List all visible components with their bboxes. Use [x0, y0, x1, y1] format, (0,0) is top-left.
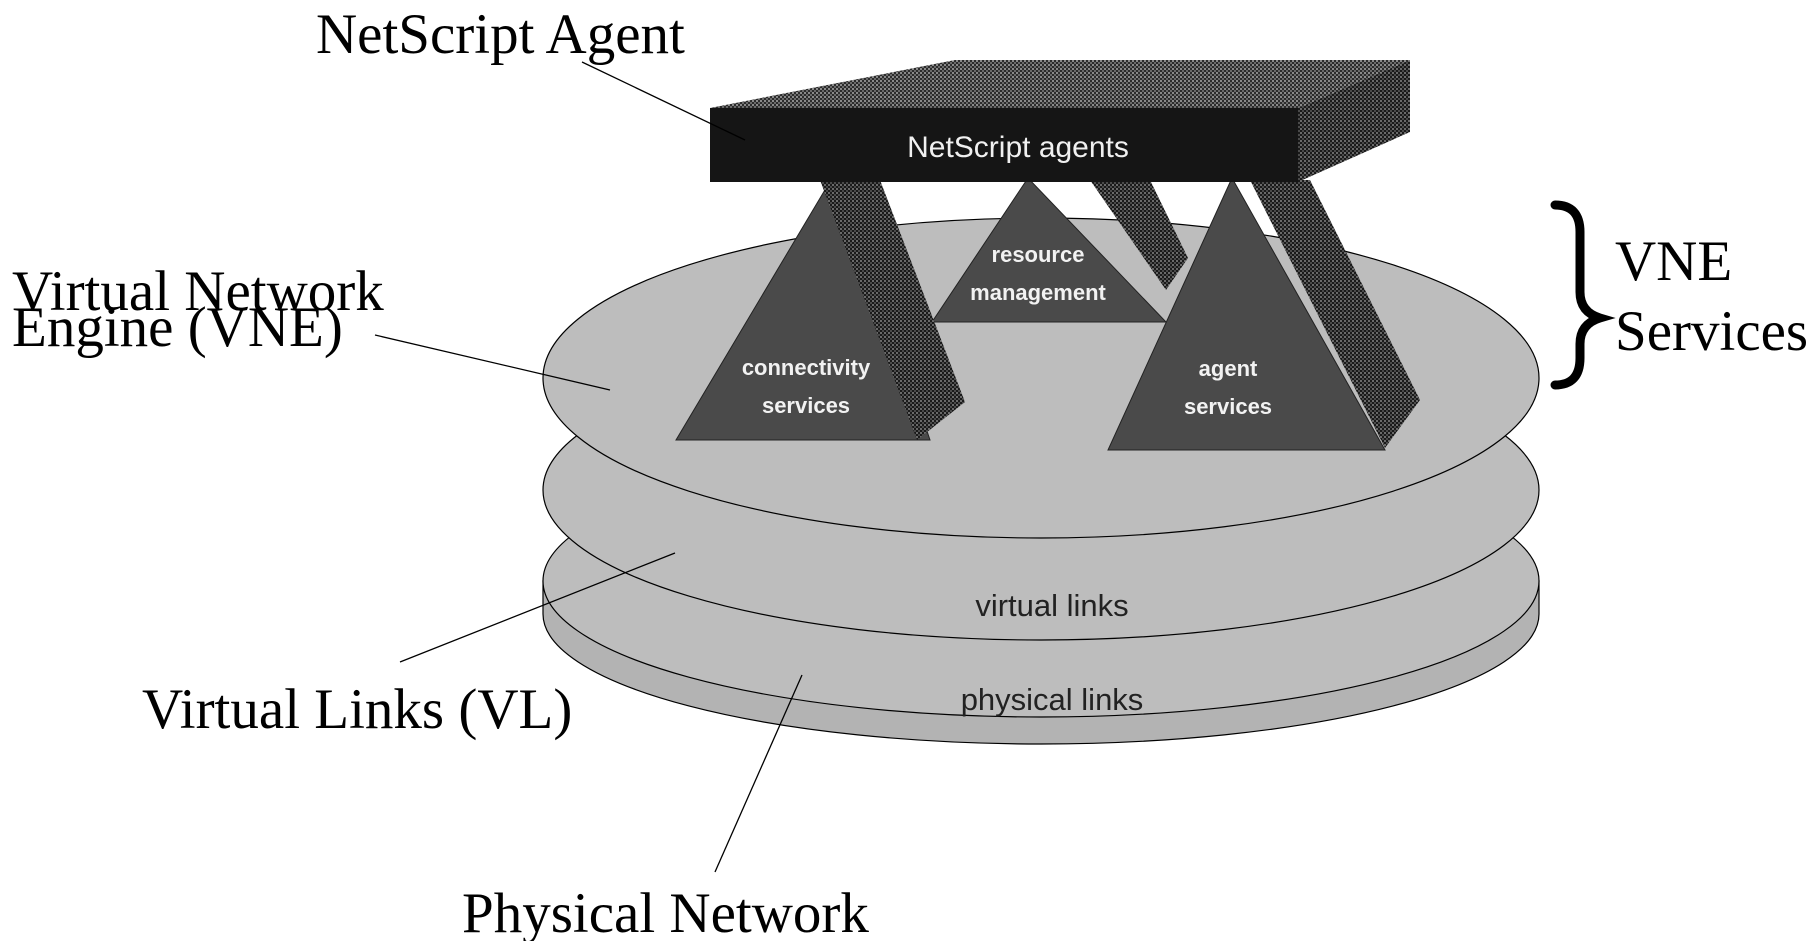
vne-services-brace: [1550, 200, 1616, 390]
agent-pyramid: [1107, 176, 1386, 451]
leader-physical-network: [714, 674, 803, 873]
callout-labels: NetScript Agent Virtual Network Engine (…: [12, 3, 1808, 941]
leader-vne: [374, 334, 611, 391]
resource-pyramid: [931, 177, 1168, 323]
connectivity-label-line1: connectivity: [742, 355, 871, 380]
resource-label-line2: management: [970, 280, 1106, 305]
agent-bar-front: [710, 108, 1298, 182]
leader-lines: [374, 61, 803, 873]
connectivity-label-line2: services: [762, 393, 850, 418]
netscript-agents-bar: NetScript agents: [710, 60, 1410, 182]
agent-bar-top: [710, 60, 1410, 108]
support-beam: [1250, 180, 1420, 448]
netscript-agent-callout: NetScript Agent: [316, 3, 685, 66]
vne-services-callout-line1: VNE: [1615, 230, 1732, 293]
physical-network-callout: Physical Network: [462, 882, 869, 941]
virtual-links-label: virtual links: [975, 588, 1128, 623]
agent-support-beams: [820, 180, 1420, 448]
vne-callout-line2: Engine (VNE): [12, 296, 343, 359]
leader-virtual-links: [399, 552, 676, 663]
leader-netscript-agent: [581, 61, 746, 141]
support-beam: [820, 180, 965, 440]
vne-services-callout-line2: Services: [1615, 300, 1808, 363]
vne-callout-line1: Virtual Network: [12, 260, 384, 323]
connectivity-service: connectivity services: [675, 166, 931, 441]
agent-service: agent services: [1107, 176, 1386, 451]
agent-bar-side: [1298, 60, 1410, 182]
physical-links-label: physical links: [961, 682, 1144, 717]
resource-management-service: resource management: [931, 177, 1168, 323]
support-beam: [1090, 180, 1188, 290]
virtual-links-callout: Virtual Links (VL): [142, 678, 572, 741]
agent-bar-label: NetScript agents: [907, 131, 1129, 164]
resource-label-line1: resource: [992, 242, 1085, 267]
agent-label-line1: agent: [1199, 356, 1258, 381]
agent-label-line2: services: [1184, 394, 1272, 419]
